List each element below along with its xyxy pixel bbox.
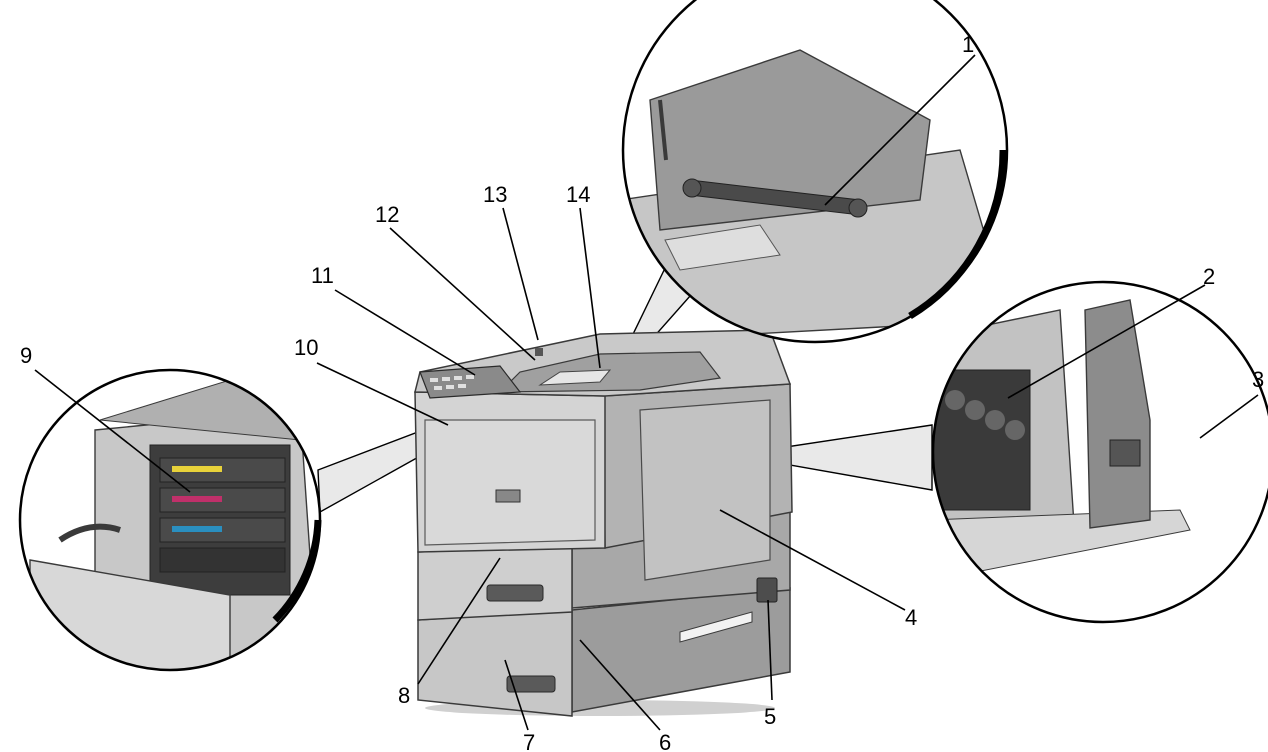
leader-13 <box>502 207 539 341</box>
leader-6 <box>579 639 661 731</box>
tray-front <box>417 545 573 621</box>
leader-5 <box>767 599 773 701</box>
drum-gear-4 <box>1005 420 1025 440</box>
waste-toner-handle <box>1109 439 1141 467</box>
paper-guide <box>664 224 781 271</box>
callout-5: 5 <box>764 704 776 729</box>
leader-12 <box>389 227 536 361</box>
callout-1: 1 <box>962 32 974 57</box>
callout-11: 11 <box>311 263 334 288</box>
usb-port <box>535 348 543 356</box>
leader-3 <box>1199 394 1259 439</box>
callout-12: 12 <box>375 202 399 227</box>
roller-end-right <box>848 198 868 218</box>
callout-7: 7 <box>523 730 535 752</box>
drum-gear-2 <box>965 400 985 420</box>
lower-tray-side <box>571 587 791 713</box>
side-slot <box>679 611 753 643</box>
lower-tray-front <box>417 609 573 717</box>
roller-end-left <box>682 178 702 198</box>
zoom-left-frame <box>18 368 322 672</box>
right-side-door <box>639 399 771 581</box>
callout-6: 6 <box>659 730 671 752</box>
leader-11 <box>334 289 476 376</box>
callout-10: 10 <box>294 335 318 360</box>
toner-stripe-yellow <box>172 466 222 472</box>
tray-handle <box>486 584 544 602</box>
zoom-top-frame <box>621 0 1009 344</box>
drum-gear-3 <box>985 410 1005 430</box>
toner-cartridge-black <box>159 547 286 573</box>
toner-stripe-magenta <box>172 496 222 502</box>
paper-stopper <box>538 369 612 386</box>
callout-8: 8 <box>398 683 410 708</box>
power-switch <box>756 577 778 603</box>
callout-13: 13 <box>483 182 507 207</box>
zoom-right-frame <box>931 280 1268 624</box>
leader-7 <box>504 659 529 731</box>
waste-toner-box <box>1084 299 1151 529</box>
drum-gear-1 <box>945 390 965 410</box>
operator-panel-buttons <box>430 375 474 390</box>
zoom-right-drum <box>931 280 1268 624</box>
zoom-left-shadow <box>272 519 322 623</box>
callout-numbers: 1 2 3 4 5 6 7 8 9 10 11 12 13 14 <box>20 32 1264 752</box>
lower-tray-handle <box>506 675 556 693</box>
leader-2 <box>1007 284 1206 399</box>
callout-9: 9 <box>20 343 32 368</box>
cover-support-arm <box>658 99 668 161</box>
callout-3: 3 <box>1252 367 1264 392</box>
callout-14: 14 <box>566 182 590 207</box>
callout-2: 2 <box>1203 264 1215 289</box>
leader-10 <box>316 362 449 426</box>
leader-8 <box>417 557 501 685</box>
door-hinge-arm <box>58 523 121 543</box>
callout-4: 4 <box>905 605 917 630</box>
front-door-handle <box>495 489 521 503</box>
printer-main <box>414 329 793 717</box>
operator-panel <box>419 365 522 399</box>
front-door <box>424 419 596 546</box>
leader-1 <box>824 54 976 206</box>
leader-9 <box>34 369 191 493</box>
zoom-left-toner <box>18 368 322 672</box>
zoom-top-roller <box>621 0 1009 344</box>
toner-stripe-cyan <box>172 526 222 532</box>
leader-4 <box>719 509 906 611</box>
leader-lines <box>34 54 1259 731</box>
zoom-top-shadow <box>908 149 1007 319</box>
leader-14 <box>579 207 601 369</box>
